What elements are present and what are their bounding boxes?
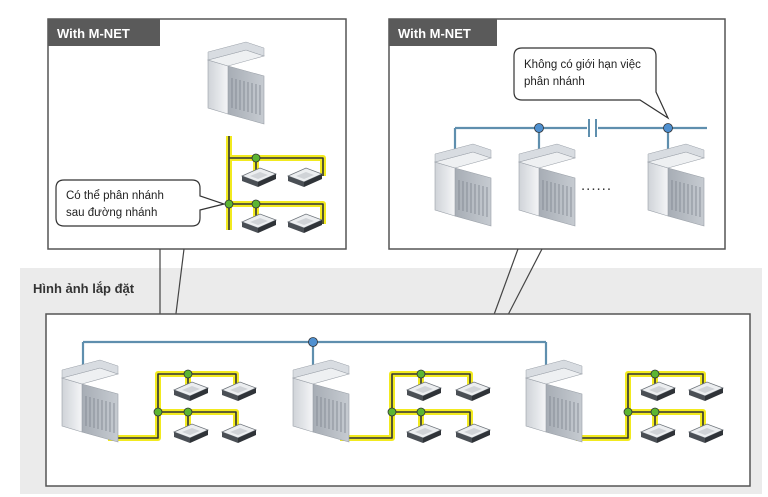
branch-node	[183, 369, 193, 379]
branch-node	[623, 407, 633, 417]
callout-right-line2: phân nhánh	[524, 76, 585, 88]
callout-right-line1: Không có giới hạn việc	[524, 59, 641, 71]
callout-left-line2: sau đường nhánh	[66, 207, 157, 219]
branch-node	[650, 369, 660, 379]
left-panel-tag: With M-NET	[57, 26, 130, 41]
branch-node	[224, 199, 234, 209]
branch-node	[534, 123, 544, 133]
callout-left: Có thể phân nhánh sau đường nhánh	[55, 179, 227, 227]
branch-node	[663, 123, 673, 133]
right-panel-tag: With M-NET	[398, 26, 471, 41]
branch-node	[251, 153, 261, 163]
branch-node	[416, 407, 426, 417]
callout-left-line1: Có thể phân nhánh	[66, 190, 164, 202]
right-panel: With M-NET ...... Không có giới hạn việc…	[388, 18, 726, 250]
branch-node	[650, 407, 660, 417]
install-title: Hình ảnh lắp đặt	[33, 281, 135, 296]
continuation-dots: ......	[581, 177, 612, 194]
branch-node	[308, 337, 318, 347]
left-panel: With M-NET Có thể phân nhánh sau đường n…	[47, 18, 347, 250]
branch-node	[387, 407, 397, 417]
branch-node	[416, 369, 426, 379]
branch-node	[153, 407, 163, 417]
branch-node	[183, 407, 193, 417]
install-diagram	[45, 313, 751, 487]
callout-right: Không có giới hạn việc phân nhánh	[513, 47, 670, 120]
branch-node	[251, 199, 261, 209]
